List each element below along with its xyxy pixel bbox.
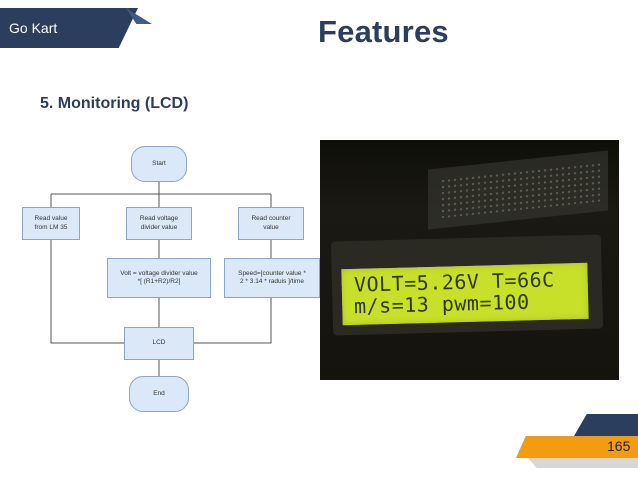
section-tab-shape bbox=[0, 8, 138, 48]
lcd-photo: VOLT=5.26V T=66C m/s=13 pwm=100 bbox=[320, 140, 619, 380]
flowchart-connectors bbox=[50, 182, 272, 376]
section-tab: Go Kart bbox=[0, 8, 160, 48]
page-tab-navy bbox=[574, 414, 638, 436]
page-tab-shadow bbox=[528, 458, 638, 468]
page-tab-orange bbox=[516, 436, 638, 458]
page-number-tab: 165 bbox=[516, 414, 638, 468]
flowchart: Start Read value from LM 35 Read voltage… bbox=[18, 140, 320, 420]
flow-volt-formula: Volt = voltage divider value *[ (R1+R2)/… bbox=[107, 258, 211, 298]
flow-read-voltage: Read voltage divider value bbox=[126, 207, 192, 240]
section-tab-label: Go Kart bbox=[9, 20, 58, 36]
flow-end: End bbox=[129, 376, 189, 412]
page-number: 165 bbox=[607, 438, 631, 454]
flow-read-counter: Read counter value bbox=[238, 207, 304, 240]
flow-lcd: LCD bbox=[124, 327, 194, 360]
slide-title: Features bbox=[318, 14, 449, 49]
slide-subtitle: 5. Monitoring (LCD) bbox=[40, 95, 189, 112]
flow-speed-formula: Speed=[counter value * 2 * 3.14 * raduis… bbox=[224, 258, 320, 298]
flow-start: Start bbox=[131, 146, 187, 182]
flow-read-lm35: Read value from LM 35 bbox=[22, 207, 80, 240]
lcd-line-2: m/s=13 pwm=100 bbox=[353, 289, 530, 319]
connector-lm35-lcd bbox=[50, 240, 124, 344]
connector-speed-lcd bbox=[194, 298, 272, 344]
